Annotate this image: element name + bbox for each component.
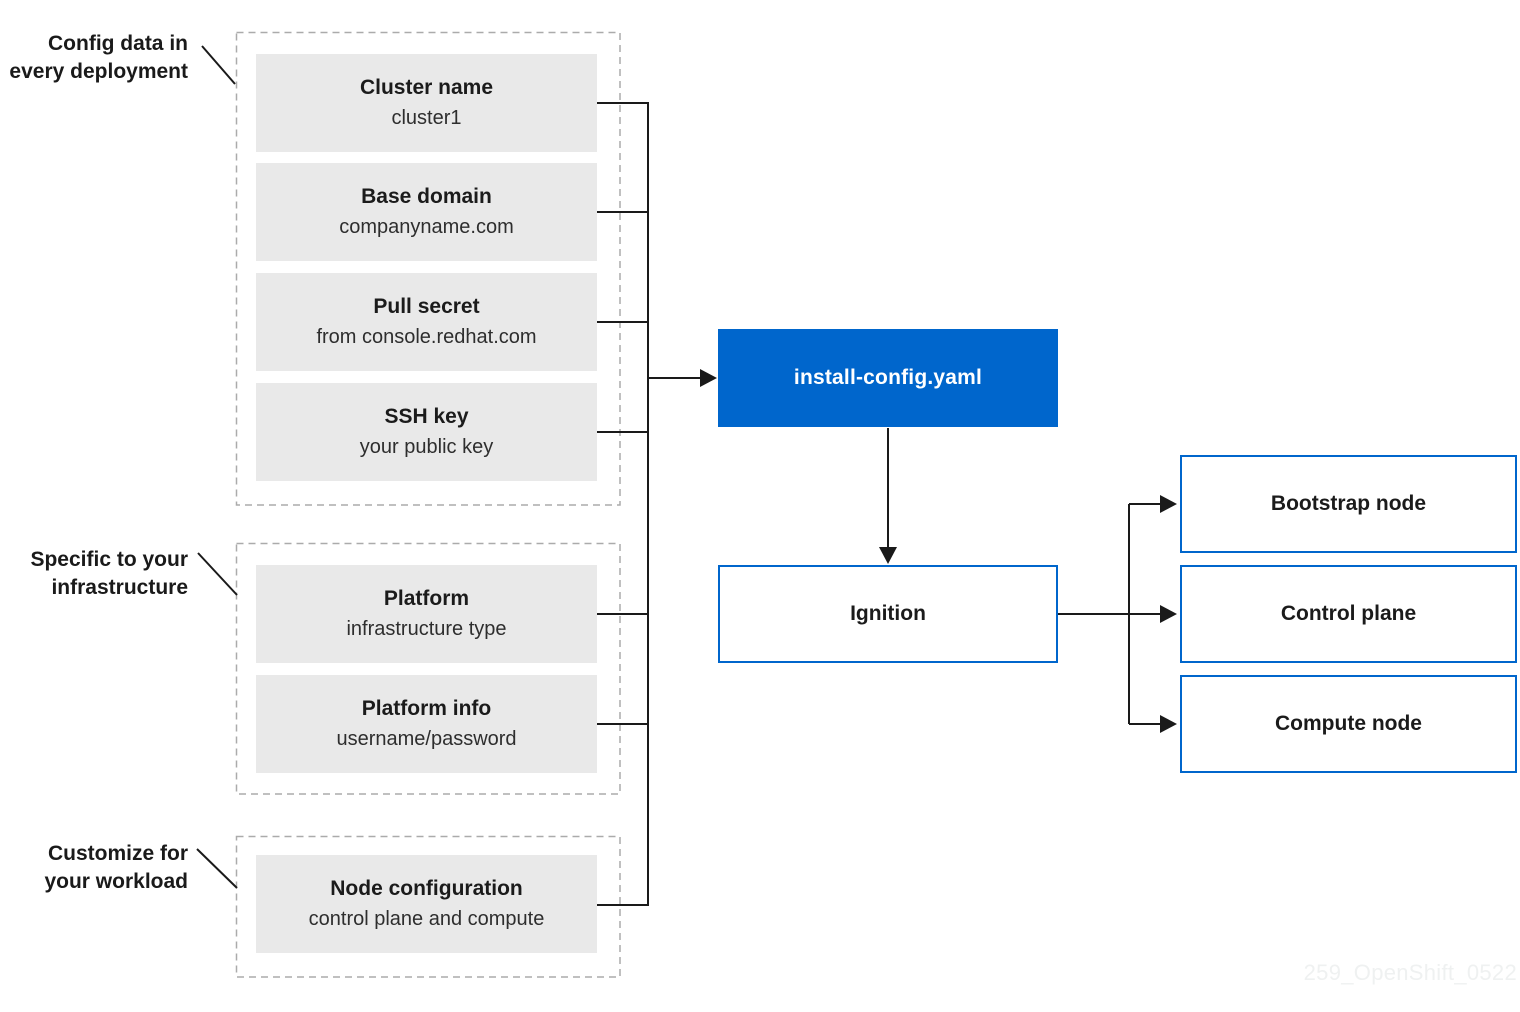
item-platform: Platform infrastructure type bbox=[256, 565, 597, 663]
group-label-infrastructure: Specific to your infrastructure bbox=[0, 546, 188, 602]
item-subtitle: control plane and compute bbox=[308, 908, 545, 930]
bus-and-stubs bbox=[597, 102, 649, 906]
item-title: Pull secret bbox=[373, 295, 480, 318]
group-label-config-data: Config data in every deployment bbox=[0, 30, 188, 86]
arrow-shafts-ignition-branch bbox=[1058, 503, 1161, 725]
item-title: Cluster name bbox=[359, 76, 494, 99]
install-config-yaml-box: install-config.yaml bbox=[718, 329, 1058, 427]
item-title: Platform bbox=[383, 587, 470, 610]
item-node-configuration: Node configuration control plane and com… bbox=[256, 855, 597, 953]
arrowhead-bootstrap bbox=[1160, 495, 1177, 513]
group-label-line: Config data in bbox=[48, 32, 188, 55]
group-label-line: Customize for bbox=[47, 842, 188, 865]
group-label-workload: Customize for your workload bbox=[0, 840, 188, 896]
arrowhead-install-config bbox=[700, 369, 717, 387]
item-base-domain: Base domain companyname.com bbox=[256, 163, 597, 261]
label-pointer-lines bbox=[196, 45, 238, 889]
group-label-line: infrastructure bbox=[51, 576, 188, 599]
item-subtitle: cluster1 bbox=[391, 107, 462, 129]
item-subtitle: from console.redhat.com bbox=[316, 326, 537, 348]
ignition-box: Ignition bbox=[718, 565, 1058, 663]
item-subtitle: companyname.com bbox=[339, 216, 514, 238]
item-title: Node configuration bbox=[330, 877, 523, 900]
item-cluster-name: Cluster name cluster1 bbox=[256, 54, 597, 152]
item-title: SSH key bbox=[384, 405, 469, 428]
group-label-line: every deployment bbox=[9, 60, 188, 83]
watermark-text: 259_OpenShift_0522 bbox=[1303, 960, 1517, 985]
compute-node-box: Compute node bbox=[1180, 675, 1517, 773]
item-subtitle: infrastructure type bbox=[346, 618, 507, 640]
item-subtitle: your public key bbox=[359, 436, 494, 458]
arrowhead-ignition bbox=[879, 547, 897, 564]
bootstrap-node-box: Bootstrap node bbox=[1180, 455, 1517, 553]
item-title: Base domain bbox=[361, 185, 492, 208]
item-title: Platform info bbox=[361, 697, 492, 720]
arrowhead-control-plane bbox=[1160, 605, 1177, 623]
group-label-line: Specific to your bbox=[30, 548, 188, 571]
group-label-line: your workload bbox=[44, 870, 188, 893]
arrowhead-compute bbox=[1160, 715, 1177, 733]
control-plane-box: Control plane bbox=[1180, 565, 1517, 663]
item-platform-info: Platform info username/password bbox=[256, 675, 597, 773]
item-ssh-key: SSH key your public key bbox=[256, 383, 597, 481]
item-pull-secret: Pull secret from console.redhat.com bbox=[256, 273, 597, 371]
item-subtitle: username/password bbox=[336, 728, 517, 750]
